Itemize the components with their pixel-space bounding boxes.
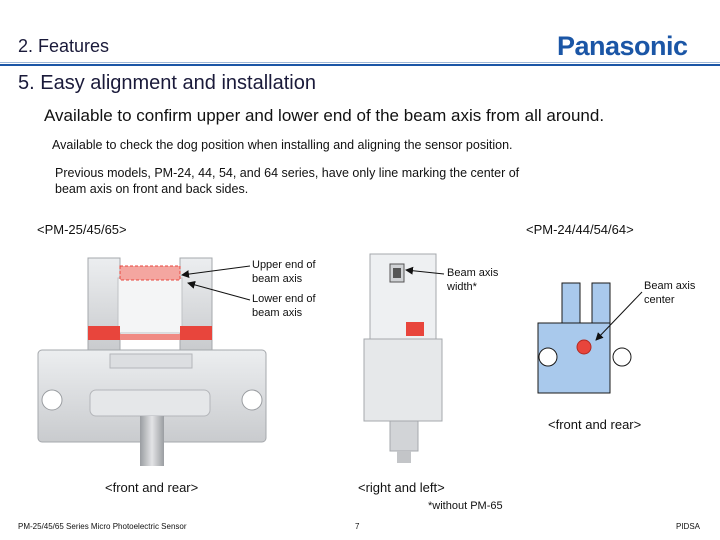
lower-end-line-2: beam axis — [252, 307, 303, 319]
subline: Available to check the dog position when… — [52, 138, 513, 152]
beam-width-line-2: width* — [447, 281, 477, 293]
footer-company: PIDSA — [676, 522, 701, 531]
footer-doc-name: PM-25/45/65 Series Micro Photoelectric S… — [18, 522, 187, 531]
section-title: 2. Features — [18, 36, 110, 56]
old-model-label: <PM-24/44/54/64> — [526, 222, 634, 237]
caption-front-rear-left: <front and rear> — [105, 480, 199, 495]
caption-front-rear-right: <front and rear> — [548, 417, 642, 432]
beam-center-line-1: Beam axis — [644, 280, 696, 292]
subsection-title: 5. Easy alignment and installation — [18, 72, 316, 94]
paragraph-line-2: beam axis on front and back sides. — [55, 182, 249, 196]
beam-center-arrow — [595, 291, 643, 341]
caption-right-left: <right and left> — [358, 480, 445, 495]
upper-end-arrow — [181, 265, 251, 279]
beam-center-line-2: center — [644, 294, 675, 306]
upper-end-line-2: beam axis — [252, 273, 303, 285]
beam-width-arrow — [405, 266, 445, 275]
upper-end-line-1: Upper end of — [252, 259, 316, 271]
without-note: *without PM-65 — [428, 500, 503, 512]
footer-page-number: 7 — [355, 522, 360, 531]
lower-end-line-1: Lower end of — [252, 293, 316, 305]
lower-end-arrow — [187, 280, 251, 301]
new-model-label: <PM-25/45/65> — [37, 222, 127, 237]
beam-width-note: Beam axis width* — [447, 266, 498, 294]
sensor-side-photo — [363, 253, 443, 463]
header-divider-light — [0, 62, 720, 63]
upper-end-note: Upper end of beam axis — [252, 258, 316, 286]
beam-width-line-1: Beam axis — [447, 267, 499, 279]
lower-end-note: Lower end of beam axis — [252, 292, 316, 320]
panasonic-logo: Panasonic — [557, 31, 688, 61]
header-divider — [0, 64, 720, 66]
sensor-front-photo — [37, 257, 267, 466]
beam-center-note: Beam axis center — [644, 279, 695, 307]
paragraph: Previous models, PM-24, 44, 54, and 64 s… — [55, 165, 615, 197]
paragraph-line-1: Previous models, PM-24, 44, 54, and 64 s… — [55, 166, 520, 180]
headline: Available to confirm upper and lower end… — [44, 106, 605, 125]
